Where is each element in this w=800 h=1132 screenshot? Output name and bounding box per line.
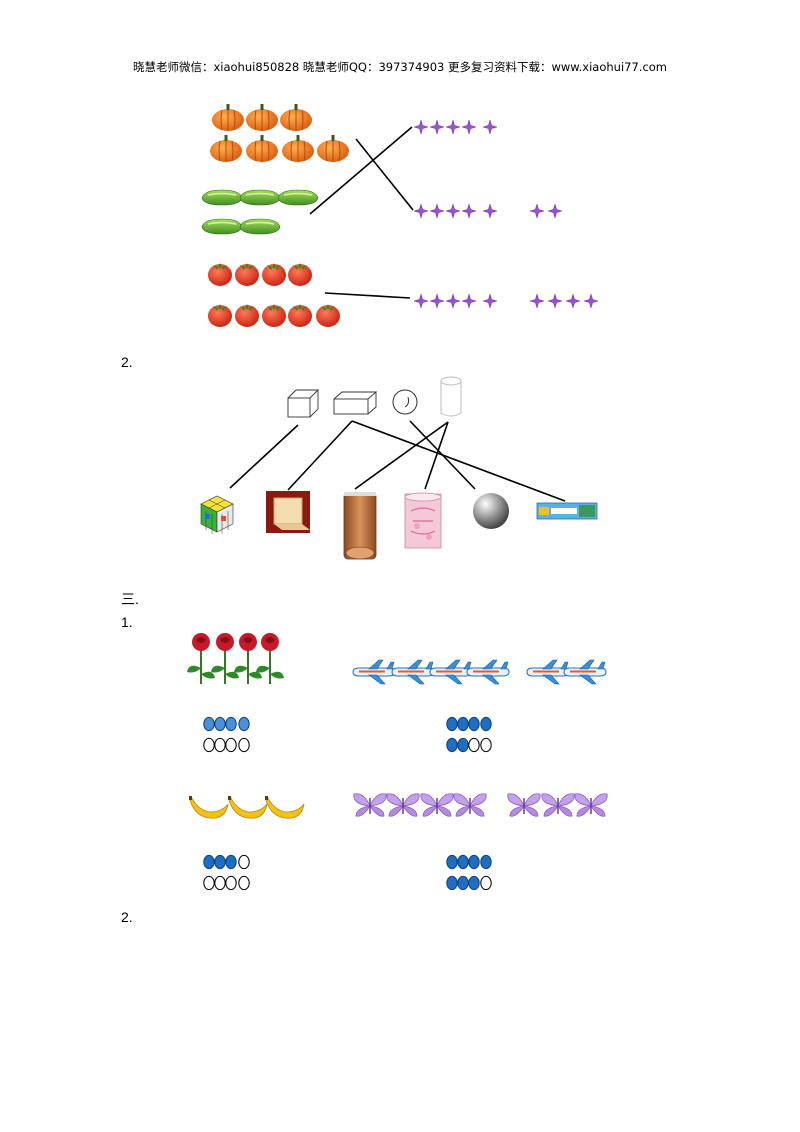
question-number-2-section3: 2.	[121, 909, 133, 925]
match-line	[354, 421, 449, 490]
figure1-matching	[201, 103, 599, 327]
tin-can	[404, 492, 442, 549]
dots-rose	[203, 716, 250, 753]
match-line	[229, 424, 299, 489]
dots-banana	[203, 854, 250, 891]
star-group-9	[413, 293, 599, 309]
cuboid-icon	[333, 391, 378, 415]
airplane-group	[352, 659, 607, 685]
question-number-1: 1.	[121, 614, 133, 630]
toothpaste-box	[536, 502, 598, 520]
match-line	[355, 138, 414, 211]
pumpkin-group	[209, 103, 350, 163]
figure3-counting	[186, 632, 608, 891]
banana-group	[188, 795, 305, 819]
match-line	[287, 420, 353, 491]
match-line	[324, 292, 411, 299]
question-number-2: 2.	[121, 354, 133, 370]
tomato-group	[208, 263, 340, 327]
section-heading-3: 三.	[121, 591, 139, 607]
match-line	[309, 126, 413, 215]
sphere-icon	[392, 389, 418, 415]
page-header: 晓慧老师微信：xiaohui850828 晓慧老师QQ：397374903 更多…	[132, 60, 668, 74]
butterfly-group	[353, 793, 608, 818]
star-group-5	[413, 119, 498, 135]
rubiks-cube	[200, 495, 234, 534]
dots-butterfly	[446, 854, 492, 891]
match-line	[351, 420, 566, 502]
rose-group	[186, 632, 285, 685]
cylinder-icon	[440, 376, 462, 417]
cucumber-group	[201, 189, 319, 235]
match-line	[409, 420, 476, 490]
cube-icon	[287, 389, 320, 418]
book	[266, 491, 310, 533]
dots-airplane	[446, 716, 492, 753]
wood-log	[343, 492, 377, 560]
metal-ball	[473, 493, 509, 529]
figure2-matching	[200, 376, 598, 560]
match-line	[424, 421, 449, 490]
star-group-7	[413, 203, 563, 219]
